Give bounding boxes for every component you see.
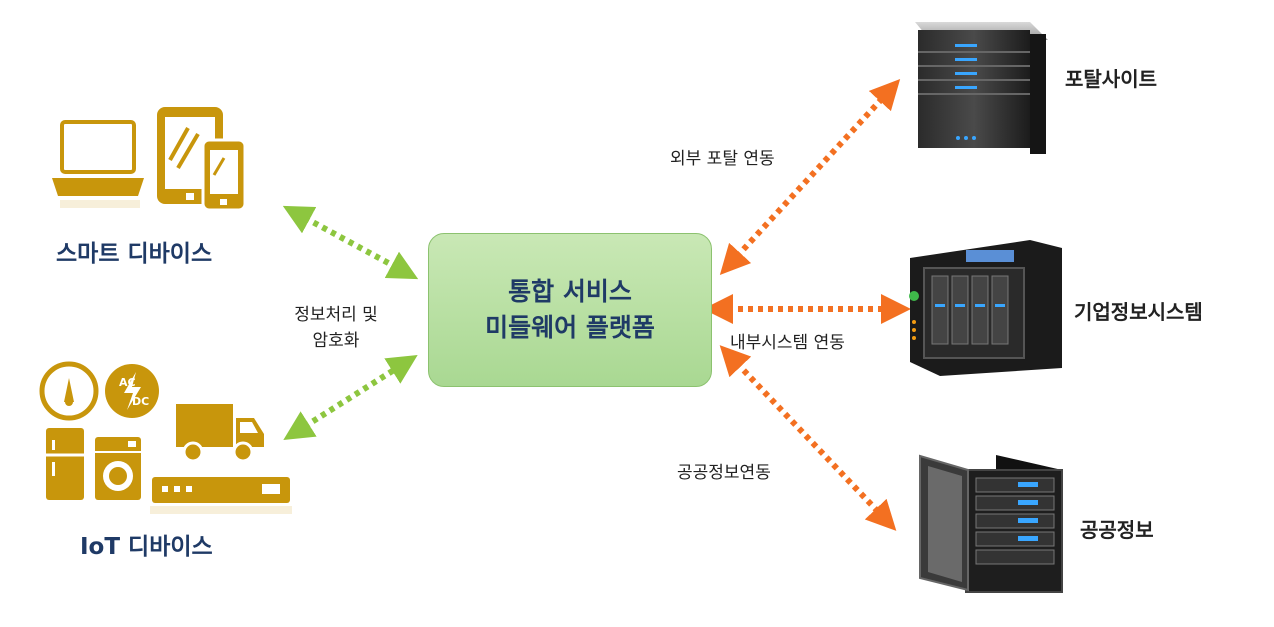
enterprise-system-label: 기업정보시스템 xyxy=(1074,300,1203,324)
public-info-link-label: 공공정보연동 xyxy=(677,463,771,483)
laptop-icon xyxy=(52,120,144,208)
center-title-line1: 통합 서비스 xyxy=(508,277,632,306)
public-info-label: 공공정보 xyxy=(1080,518,1154,542)
truck-icon xyxy=(176,404,264,463)
arrow-center-to-public xyxy=(719,345,897,531)
ac-dc-icon: AC DC xyxy=(105,364,159,418)
refrigerator-icon xyxy=(46,428,84,500)
gauge-icon xyxy=(39,361,99,421)
middleware-platform-box: 통합 서비스 미들웨어 플랫폼 xyxy=(428,233,712,387)
nas-server-icon xyxy=(909,240,1062,376)
washing-machine-icon xyxy=(95,437,141,500)
arrow-smart-to-center xyxy=(282,205,419,280)
iot-devices-label: IoT 디바이스 xyxy=(80,534,213,560)
svg-text:DC: DC xyxy=(132,395,149,408)
center-title-line2: 미들웨어 플랫폼 xyxy=(485,313,655,342)
arrow-center-to-portal xyxy=(719,78,901,276)
process-label-line1: 정보처리 및 xyxy=(294,305,378,325)
portal-site-label: 포탈사이트 xyxy=(1065,67,1157,91)
arrow-iot-to-center xyxy=(283,354,418,441)
smart-devices-label: 스마트 디바이스 xyxy=(56,241,213,267)
server-tower-icon xyxy=(915,22,1048,154)
rack-server-icon xyxy=(919,454,1063,593)
process-label-line2: 암호화 xyxy=(312,331,360,351)
set-top-box-icon xyxy=(150,477,292,514)
phone-icon xyxy=(201,138,247,212)
external-portal-link-label: 외부 포탈 연동 xyxy=(670,149,775,169)
internal-system-link-label: 내부시스템 연동 xyxy=(730,333,845,353)
